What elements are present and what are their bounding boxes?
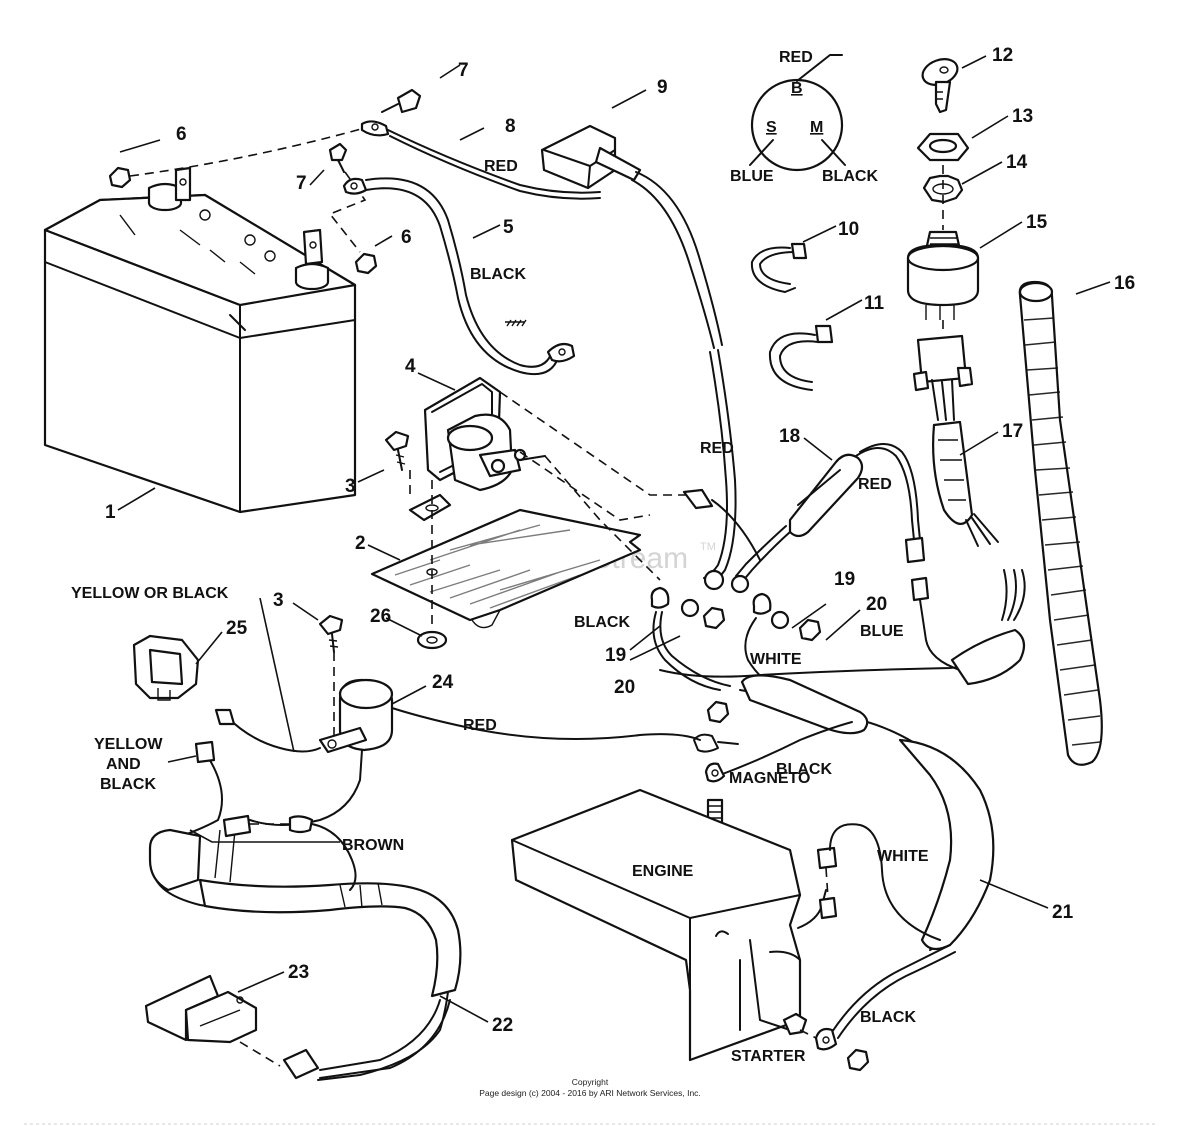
switch-wire-red: RED — [779, 49, 813, 66]
part-number-17: 17 — [1002, 421, 1023, 442]
wire-yellow-or-black — [225, 715, 321, 753]
bolt-7-upper — [381, 88, 422, 114]
label-black-starter: BLACK — [860, 1009, 916, 1026]
ignition-switch-15 — [906, 165, 980, 335]
conduit-16 — [1018, 280, 1103, 766]
white-wire — [797, 823, 941, 941]
plate-2 — [370, 508, 642, 629]
part-number-2: 2 — [355, 533, 366, 554]
part-number-23: 23 — [288, 962, 309, 983]
screw-3-lower — [318, 614, 344, 736]
part-number-11: 11 — [864, 293, 885, 314]
part-number-3-upper: 3 — [345, 476, 356, 497]
part-number-9: 9 — [657, 77, 668, 98]
part-number-8: 8 — [505, 116, 516, 137]
switch-wire-black: BLACK — [822, 168, 878, 185]
part-number-14: 14 — [1006, 152, 1028, 173]
part-number-18: 18 — [779, 426, 800, 447]
red-wire-terminal — [693, 700, 739, 753]
copyright-line-2: Page design (c) 2004 - 2016 by ARI Netwo… — [479, 1088, 701, 1098]
part-number-6-left: 6 — [176, 124, 187, 145]
part-number-20-left: 20 — [614, 677, 635, 698]
label-white-engine: WHITE — [877, 848, 929, 865]
part-number-21: 21 — [1052, 902, 1074, 923]
part-number-26: 26 — [370, 606, 391, 627]
label-red-low: RED — [463, 717, 497, 734]
part-number-3-lower: 3 — [273, 590, 284, 611]
label-black-ground: BLACK — [776, 761, 832, 778]
part-number-12: 12 — [992, 45, 1013, 66]
watermark-tm: TM — [700, 541, 716, 553]
engine — [510, 788, 821, 1062]
switch-terminal-b: B — [791, 80, 803, 97]
switch-wire-blue: BLUE — [730, 168, 774, 185]
cable-5 — [342, 177, 576, 376]
label-yellow-or-black: YELLOW OR BLACK — [71, 585, 229, 602]
part-number-19-right: 19 — [834, 569, 855, 590]
solenoid-4 — [408, 376, 546, 522]
copyright-line-1: Copyright — [572, 1077, 609, 1087]
clip-11 — [768, 324, 834, 391]
label-starter: STARTER — [731, 1048, 806, 1065]
harness-22 — [148, 753, 462, 1081]
clip-10 — [750, 242, 808, 293]
part-number-20-right: 20 — [866, 594, 887, 615]
part-number-labels: 1 2 3 3 4 5 6 6 7 7 8 9 10 11 12 13 14 1… — [105, 45, 1135, 1036]
part-number-16: 16 — [1114, 273, 1135, 294]
label-black-terminal: BLACK — [574, 614, 630, 631]
switch-terminal-m: M — [810, 119, 823, 136]
bolt-7-lower — [328, 142, 348, 173]
part-number-15: 15 — [1026, 212, 1048, 233]
switch-23 — [144, 974, 320, 1080]
part-number-22: 22 — [492, 1015, 513, 1036]
label-blue-terminal: BLUE — [860, 623, 904, 640]
part-number-6-right: 6 — [401, 227, 412, 248]
nut-6-left — [108, 166, 132, 189]
part-number-19-left: 19 — [605, 645, 626, 666]
part-number-7-upper: 7 — [458, 60, 469, 81]
wire-labels: RED BLACK RED RED BLACK WHITE BLUE RED B… — [71, 158, 929, 1065]
part-number-1: 1 — [105, 502, 116, 523]
label-brown: BROWN — [342, 837, 404, 854]
brown-wire-connector — [222, 814, 357, 891]
label-red-fuse: RED — [858, 476, 892, 493]
washer-26 — [416, 630, 448, 650]
label-red-mid: RED — [700, 440, 734, 457]
screw-3-upper — [384, 430, 410, 471]
switch-terminal-s: S — [766, 119, 777, 136]
label-black-5: BLACK — [470, 266, 526, 283]
part-number-7-lower: 7 — [296, 173, 307, 194]
label-white-terminal: WHITE — [750, 651, 802, 668]
cable-8 — [360, 120, 601, 200]
label-magneto: MAGNETO — [729, 770, 810, 787]
part-number-4: 4 — [405, 356, 416, 377]
part-number-13: 13 — [1012, 106, 1033, 127]
harness-17 — [912, 334, 999, 547]
nut-13 — [916, 132, 970, 162]
nut-6-right — [354, 252, 378, 275]
key-12 — [921, 58, 959, 114]
yellow-black-terminal — [194, 740, 216, 764]
label-yellow-and-black-2: AND — [106, 756, 141, 773]
switch-terminal-diagram: RED B S M BLUE BLACK — [730, 49, 878, 185]
leader-lines — [117, 55, 1111, 1023]
part-number-25: 25 — [226, 618, 248, 639]
part-number-24: 24 — [432, 672, 454, 693]
label-engine: ENGINE — [632, 863, 694, 880]
label-red-top: RED — [484, 158, 518, 175]
label-yellow-and-black-1: YELLOW — [94, 736, 163, 753]
part-number-5: 5 — [503, 217, 514, 238]
part-number-10: 10 — [838, 219, 859, 240]
terminal-hardware-left — [650, 586, 731, 691]
capacitor-24 — [249, 678, 701, 826]
battery — [43, 166, 357, 514]
black-starter-cable — [814, 944, 956, 1072]
relay-9 — [540, 124, 737, 591]
fuse-holder-18 — [730, 443, 961, 671]
connector-25 — [132, 634, 200, 701]
label-yellow-and-black-3: BLACK — [100, 776, 156, 793]
